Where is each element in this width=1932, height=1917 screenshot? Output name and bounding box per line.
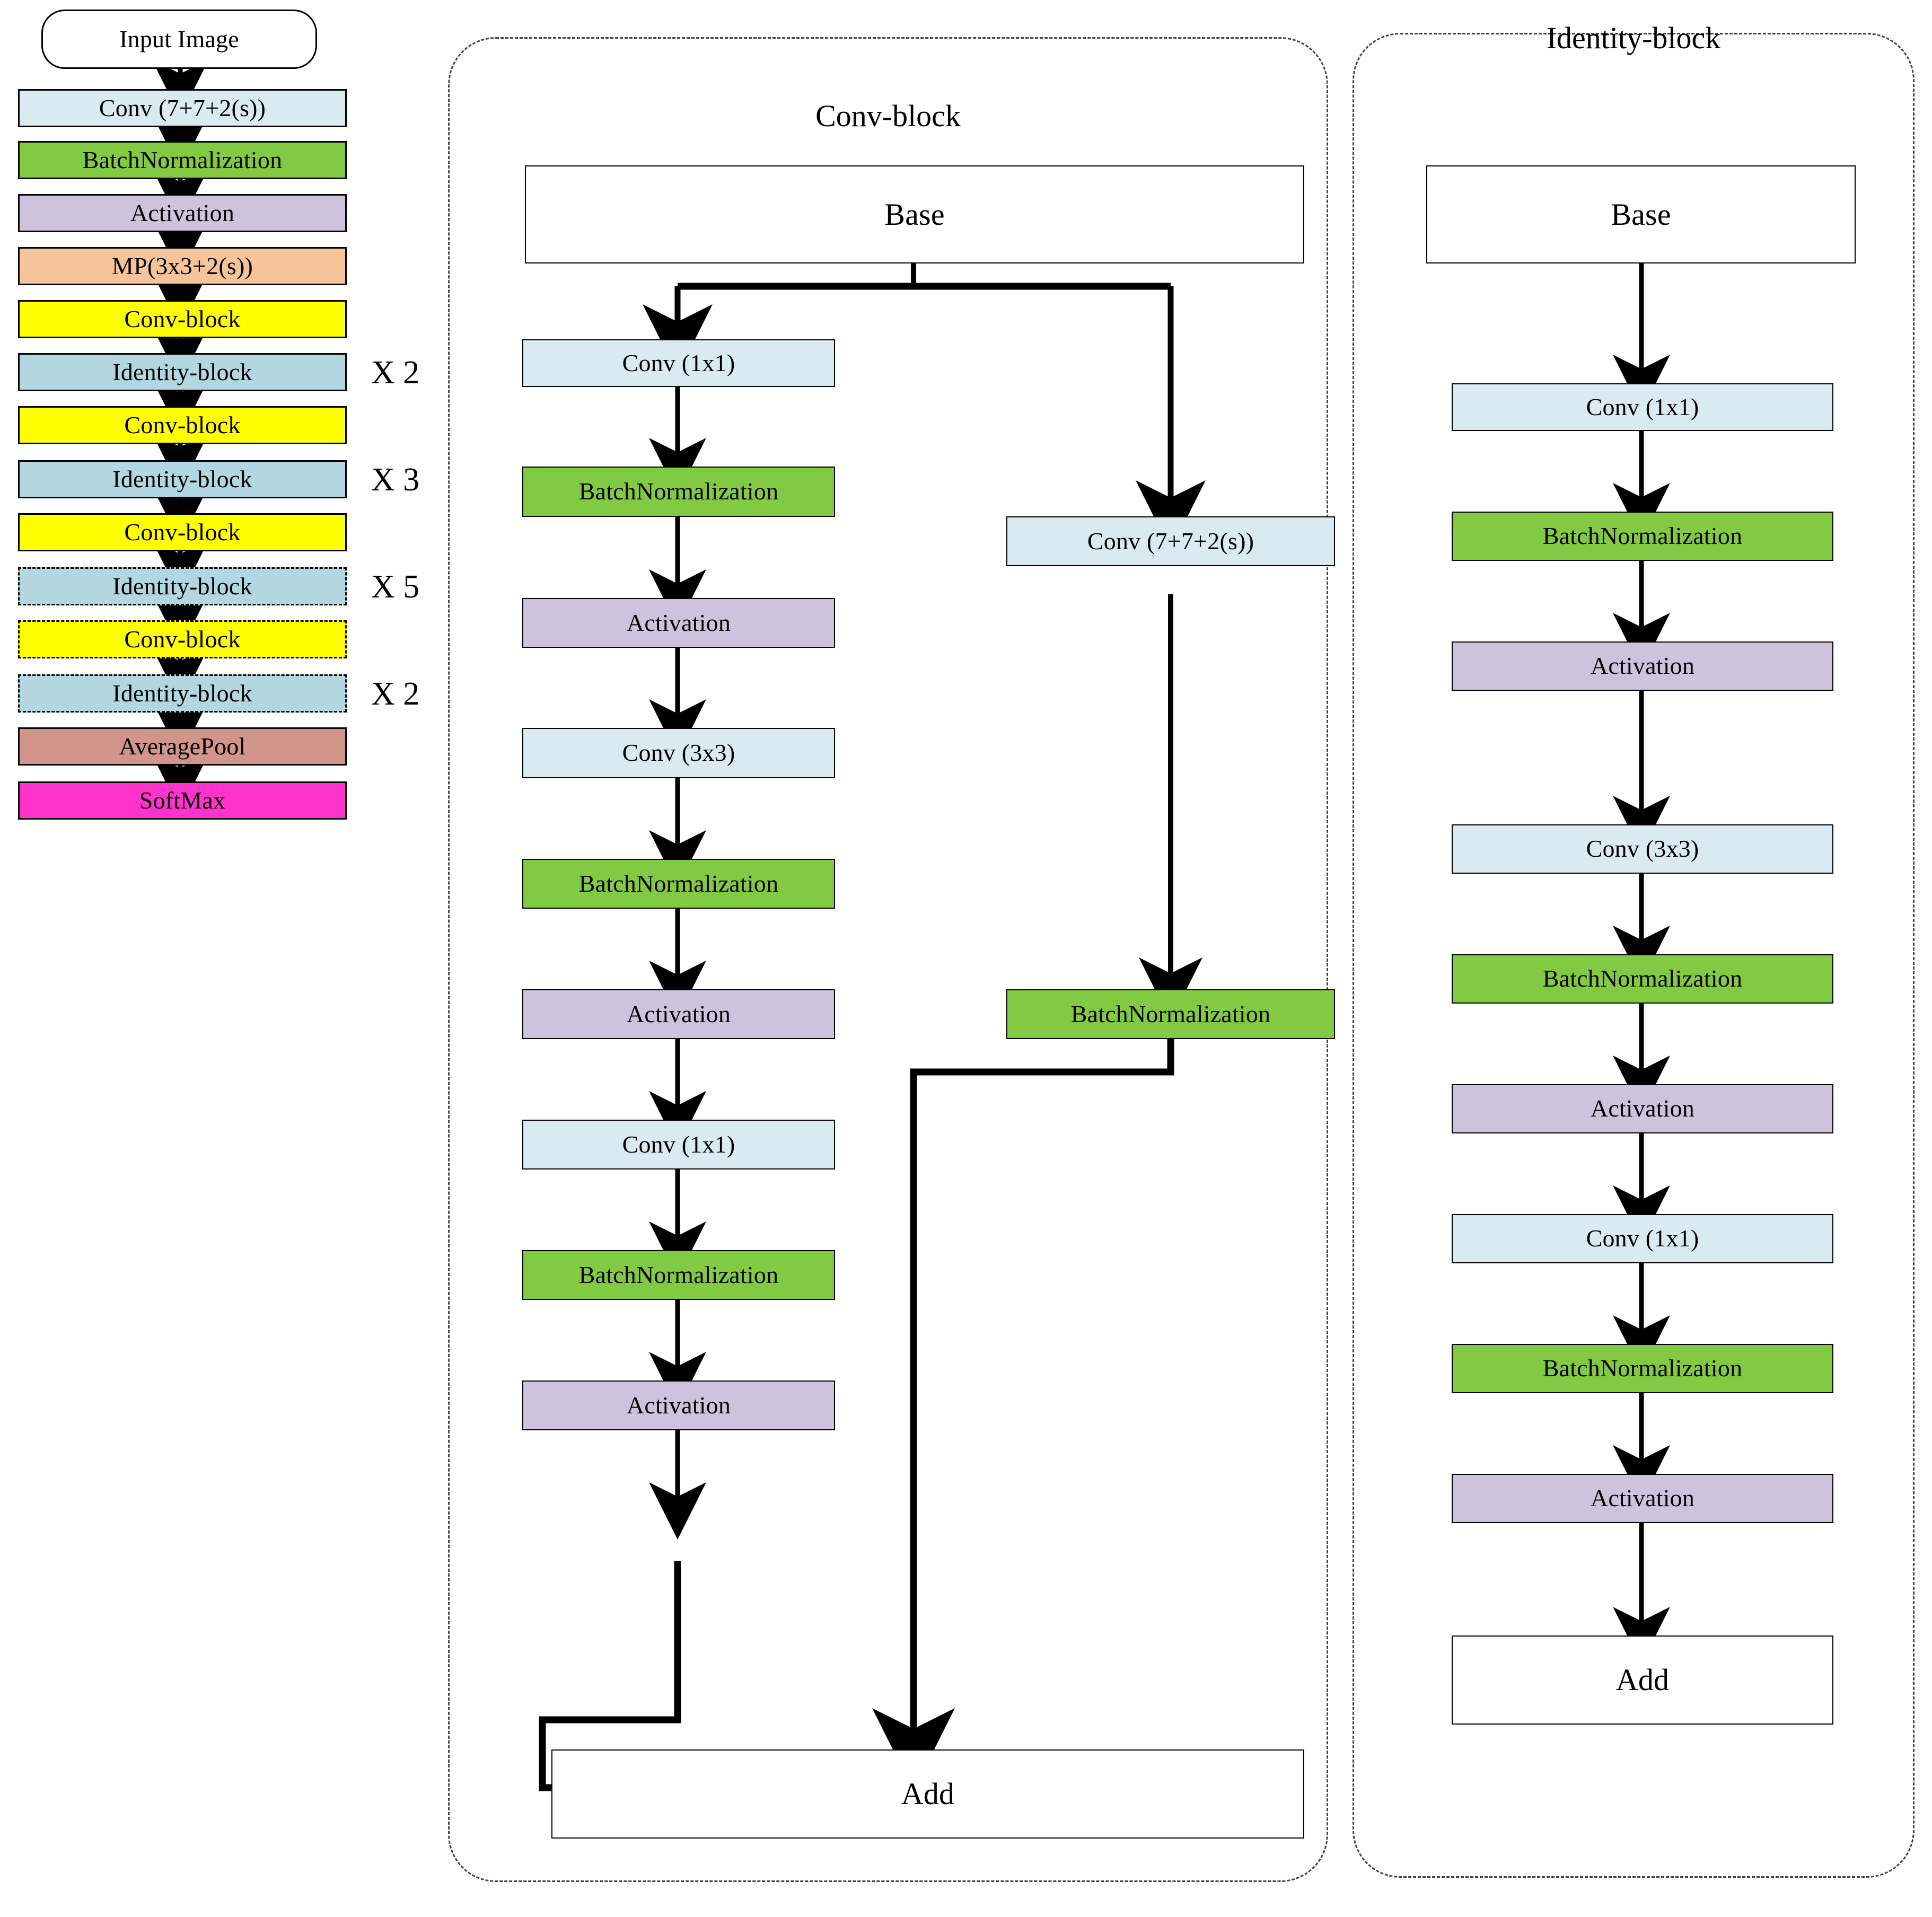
node-label: SoftMax — [139, 786, 226, 814]
conv-block-batchnorm-c[interactable]: BatchNormalization — [522, 1250, 835, 1300]
identity-block-batchnorm-b[interactable]: BatchNormalization — [1452, 954, 1833, 1004]
node-label: BatchNormalization — [578, 1261, 779, 1288]
conv-block-shortcut-batchnorm[interactable]: BatchNormalization — [1006, 989, 1335, 1039]
node-conv-block-3[interactable]: Conv-block — [18, 513, 347, 551]
node-label: Activation — [626, 1391, 731, 1419]
repeat-label-x3: X 3 — [371, 462, 420, 498]
identity-block-conv-3x3[interactable]: Conv (3x3) — [1452, 824, 1833, 874]
node-softmax[interactable]: SoftMax — [18, 781, 347, 820]
identity-block-batchnorm-a[interactable]: BatchNormalization — [1452, 512, 1833, 561]
node-label: Identity-block — [112, 679, 252, 707]
conv-block-add[interactable]: Add — [551, 1749, 1304, 1839]
node-label: Conv-block — [124, 625, 241, 653]
repeat-label-x2-second: X 2 — [371, 676, 420, 712]
node-conv-block-1[interactable]: Conv-block — [18, 300, 347, 338]
node-label: Identity-block — [112, 572, 252, 600]
conv-block-panel-title: Conv-block — [815, 99, 961, 133]
node-label: Activation — [626, 1000, 731, 1027]
identity-block-activation-b[interactable]: Activation — [1452, 1084, 1833, 1133]
node-label: Conv (7+7+2(s)) — [1087, 527, 1254, 555]
node-maxpool[interactable]: MP(3x3+2(s)) — [18, 247, 347, 285]
identity-block-conv-1x1-b[interactable]: Conv (1x1) — [1452, 1214, 1833, 1263]
node-label: Conv-block — [124, 305, 241, 332]
identity-block-conv-1x1-a[interactable]: Conv (1x1) — [1452, 383, 1833, 431]
node-label: BatchNormalization — [578, 478, 779, 505]
node-label: Identity-block — [112, 465, 252, 493]
conv-block-conv-1x1-b[interactable]: Conv (1x1) — [522, 1120, 835, 1169]
node-label: Input Image — [119, 25, 239, 52]
conv-block-batchnorm-b[interactable]: BatchNormalization — [522, 859, 835, 909]
node-label: Base — [884, 197, 945, 232]
node-label: BatchNormalization — [1542, 522, 1743, 550]
node-label: Conv (7+7+2(s)) — [99, 94, 266, 121]
identity-block-activation-c[interactable]: Activation — [1452, 1474, 1833, 1523]
conv-block-activation-b[interactable]: Activation — [522, 989, 835, 1039]
node-activation-1[interactable]: Activation — [18, 194, 347, 232]
repeat-label-x5: X 5 — [371, 569, 420, 605]
identity-block-panel-title: Identity-block — [1546, 21, 1721, 55]
node-label: Base — [1611, 197, 1671, 232]
node-label: Conv (3x3) — [1586, 835, 1699, 863]
node-conv-block-4[interactable]: Conv-block — [18, 620, 347, 658]
node-conv-7x7[interactable]: Conv (7+7+2(s)) — [18, 89, 347, 127]
node-label: Conv (1x1) — [1586, 393, 1699, 420]
node-label: Conv-block — [124, 411, 241, 438]
node-batchnorm-1[interactable]: BatchNormalization — [18, 141, 347, 179]
node-conv-block-2[interactable]: Conv-block — [18, 406, 347, 444]
node-identity-block-4[interactable]: Identity-block — [18, 674, 347, 713]
conv-block-panel — [448, 37, 1328, 1882]
node-label: AveragePool — [119, 732, 246, 760]
node-label: Activation — [130, 199, 235, 226]
node-label: BatchNormalization — [1542, 965, 1743, 992]
conv-block-activation-a[interactable]: Activation — [522, 598, 835, 648]
node-input-image[interactable]: Input Image — [41, 10, 317, 69]
node-identity-block-2[interactable]: Identity-block — [18, 460, 347, 498]
node-identity-block-1[interactable]: Identity-block — [18, 353, 347, 391]
node-label: Activation — [1590, 652, 1695, 680]
conv-block-conv-3x3[interactable]: Conv (3x3) — [522, 728, 835, 778]
node-label: Conv-block — [124, 518, 241, 546]
node-label: Add — [901, 1777, 955, 1812]
conv-block-base[interactable]: Base — [525, 165, 1304, 263]
node-label: Conv (3x3) — [622, 739, 735, 767]
node-identity-block-3[interactable]: Identity-block — [18, 567, 347, 605]
node-label: Conv (1x1) — [622, 349, 735, 376]
node-label: BatchNormalization — [1070, 1000, 1271, 1027]
node-label: Activation — [1590, 1095, 1695, 1122]
node-label: Activation — [1590, 1484, 1695, 1512]
identity-block-panel — [1353, 33, 1915, 1878]
identity-block-batchnorm-c[interactable]: BatchNormalization — [1452, 1344, 1833, 1393]
node-label: BatchNormalization — [578, 869, 779, 897]
node-label: Conv (1x1) — [1586, 1225, 1699, 1252]
conv-block-activation-c[interactable]: Activation — [522, 1380, 835, 1430]
identity-block-add[interactable]: Add — [1452, 1635, 1833, 1725]
node-label: Identity-block — [112, 358, 252, 385]
conv-block-conv-1x1-a[interactable]: Conv (1x1) — [522, 339, 835, 387]
node-label: BatchNormalization — [1542, 1355, 1743, 1382]
node-label: Add — [1615, 1663, 1670, 1698]
node-label: BatchNormalization — [82, 146, 283, 173]
identity-block-activation-a[interactable]: Activation — [1452, 641, 1833, 691]
node-average-pool[interactable]: AveragePool — [18, 727, 347, 766]
conv-block-batchnorm-a[interactable]: BatchNormalization — [522, 467, 835, 517]
node-label: Conv (1x1) — [622, 1130, 735, 1158]
repeat-label-x2-first: X 2 — [371, 355, 420, 391]
identity-block-base[interactable]: Base — [1426, 165, 1856, 263]
node-label: MP(3x3+2(s)) — [111, 252, 253, 279]
node-label: Activation — [626, 609, 731, 636]
conv-block-shortcut-conv[interactable]: Conv (7+7+2(s)) — [1006, 516, 1335, 566]
